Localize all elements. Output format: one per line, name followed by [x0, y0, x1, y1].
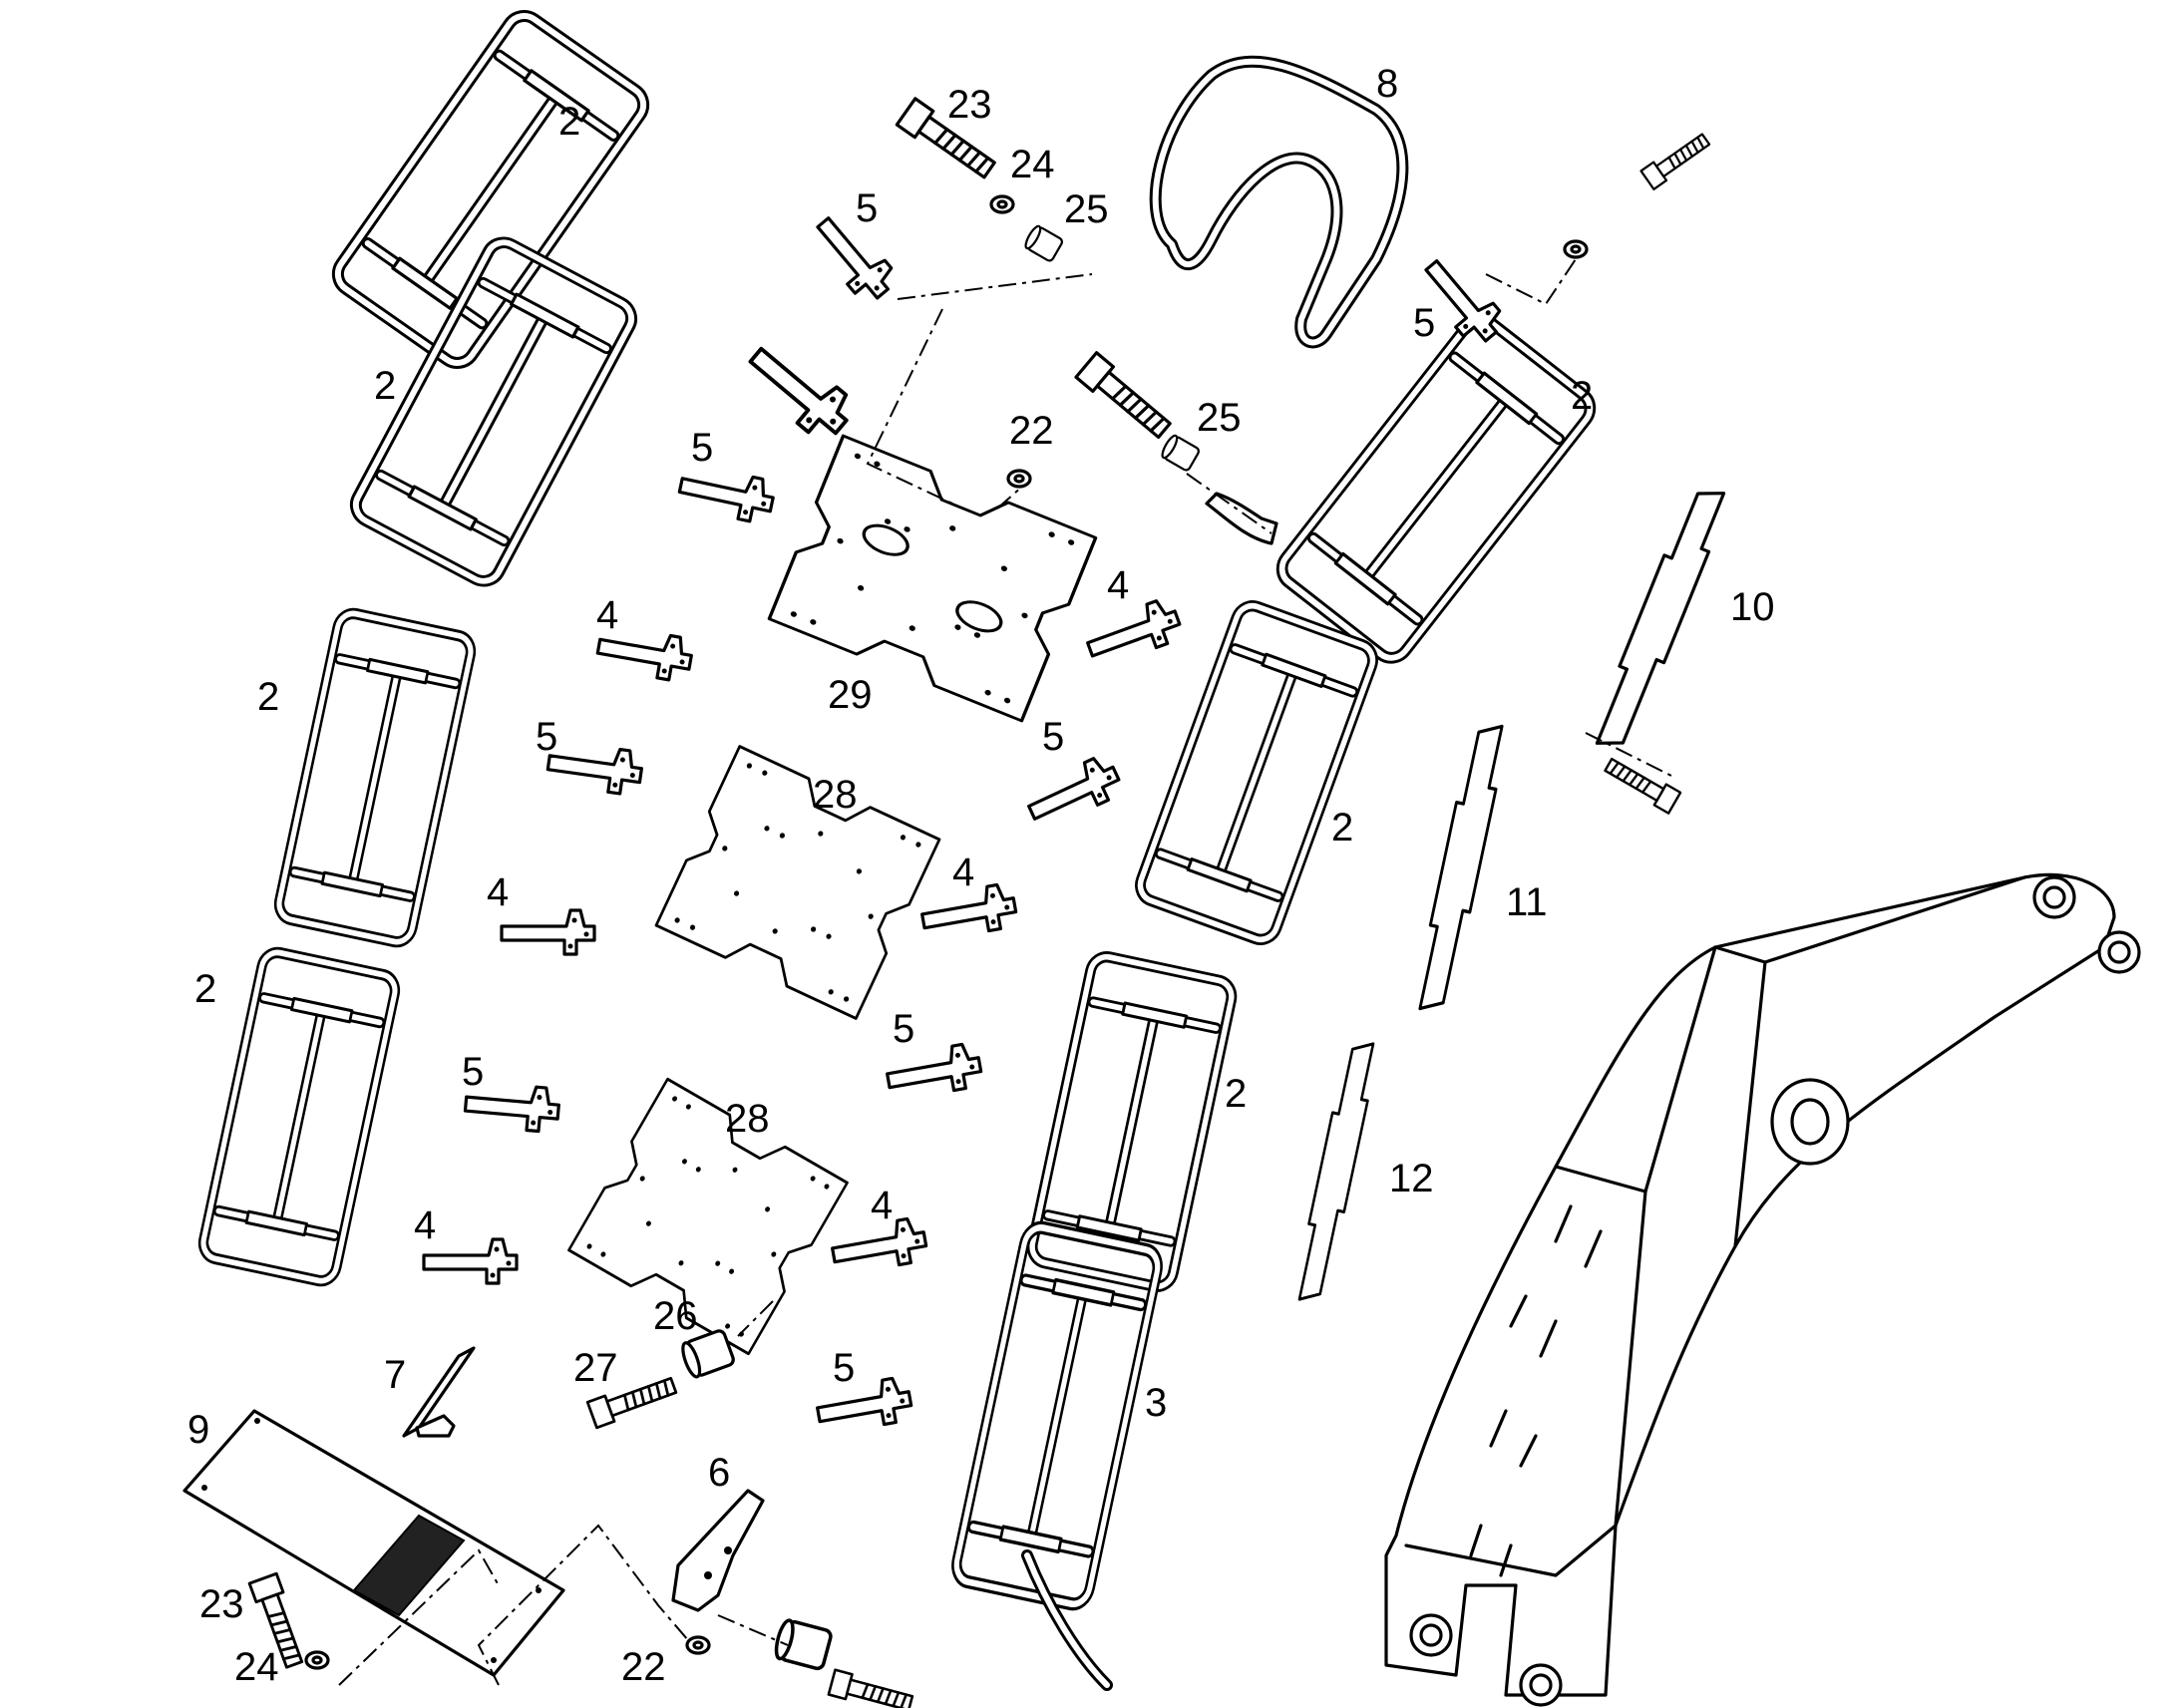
washer-24-bottom	[304, 1650, 330, 1670]
callout-12: 12	[1389, 1157, 1434, 1200]
bracket-6	[671, 1489, 765, 1612]
callout-2: 2	[1571, 374, 1593, 418]
callout-11: 11	[1506, 880, 1548, 924]
plate-28-upper	[654, 745, 941, 1020]
callout-2: 2	[374, 364, 396, 408]
callout-25: 25	[1197, 396, 1242, 440]
spacer-25-top	[1021, 222, 1065, 264]
callout-5: 5	[1413, 301, 1435, 345]
callout-4: 4	[414, 1203, 436, 1247]
callout-2: 2	[1331, 806, 1353, 850]
bracket-5-top	[805, 205, 903, 309]
step-bracket-7	[402, 1346, 476, 1438]
spacer-bottom	[771, 1616, 835, 1672]
callout-6: 6	[708, 1451, 730, 1495]
callout-8: 8	[1376, 62, 1398, 106]
strip-11	[1411, 718, 1511, 1017]
bracket-4-b	[500, 908, 596, 956]
clip-25	[1205, 492, 1278, 545]
callout-4: 4	[952, 851, 974, 894]
callout-5: 5	[833, 1346, 855, 1390]
boom-assembly	[1384, 872, 2141, 1707]
callout-27: 27	[573, 1346, 618, 1390]
rail-frame-3	[953, 1224, 1162, 1691]
callout-5: 5	[691, 426, 713, 470]
bracket-5-f	[813, 1374, 915, 1438]
bracket-4-c	[422, 1237, 519, 1285]
callout-10: 10	[1730, 585, 1775, 629]
callout-28: 28	[813, 773, 858, 817]
callout-25: 25	[1064, 187, 1109, 231]
washer-24-top	[989, 194, 1015, 214]
spacer-25-mid	[1158, 432, 1202, 474]
handrail-8	[1149, 55, 1409, 349]
callout-5: 5	[1042, 715, 1064, 759]
callout-4: 4	[871, 1184, 893, 1227]
strip-10	[1588, 480, 1733, 757]
callout-24: 24	[234, 1645, 279, 1689]
rail-frame-left-3	[276, 611, 474, 945]
callout-5: 5	[536, 715, 557, 759]
nut-22-top	[1006, 469, 1032, 489]
callout-24: 24	[1010, 143, 1055, 186]
callout-2: 2	[558, 100, 580, 144]
callout-5: 5	[462, 1050, 484, 1094]
bracket-5-a	[674, 461, 779, 527]
callout-9: 9	[187, 1408, 209, 1452]
bolt-top-right	[1639, 129, 1714, 190]
callout-5: 5	[893, 1007, 914, 1051]
bracket-5-b	[544, 738, 646, 799]
callout-29: 29	[828, 673, 873, 717]
callout-2: 2	[1225, 1072, 1247, 1116]
callout-23: 23	[199, 1582, 244, 1626]
grate-9	[182, 1409, 565, 1677]
callout-28: 28	[725, 1097, 770, 1141]
callout-2: 2	[194, 967, 216, 1011]
callout-26: 26	[653, 1294, 698, 1338]
strip-12	[1291, 1037, 1381, 1306]
bracket-4-d	[1080, 594, 1187, 671]
bracket-5-d	[1020, 751, 1127, 834]
rail-frame-left-1	[331, 9, 650, 370]
callout-4: 4	[1107, 563, 1129, 607]
nut-22-bottom	[685, 1635, 711, 1655]
callout-3: 3	[1145, 1381, 1167, 1425]
bolt-bottom	[827, 1668, 915, 1708]
plate-28-lower	[567, 1077, 849, 1356]
washer-top-right	[1563, 239, 1589, 259]
callout-5: 5	[856, 186, 878, 230]
rail-frame-left-4	[200, 950, 398, 1284]
callout-7: 7	[384, 1353, 406, 1397]
bolt-10	[1601, 753, 1682, 815]
rail-frame-left-2	[350, 236, 637, 587]
rail-frame-right-2	[1136, 601, 1378, 944]
callout-22: 22	[1009, 409, 1054, 453]
callout-4: 4	[487, 870, 509, 914]
callout-2: 2	[257, 675, 279, 719]
plate-29	[767, 434, 1098, 723]
bolt-25-mid	[1074, 351, 1177, 445]
callout-22: 22	[621, 1645, 666, 1689]
rail-frame-right-1	[1275, 312, 1598, 665]
callout-23: 23	[947, 83, 992, 127]
bracket-top-mid	[737, 332, 862, 449]
rail-frame-right-3	[1029, 954, 1235, 1290]
callout-4: 4	[596, 593, 618, 637]
